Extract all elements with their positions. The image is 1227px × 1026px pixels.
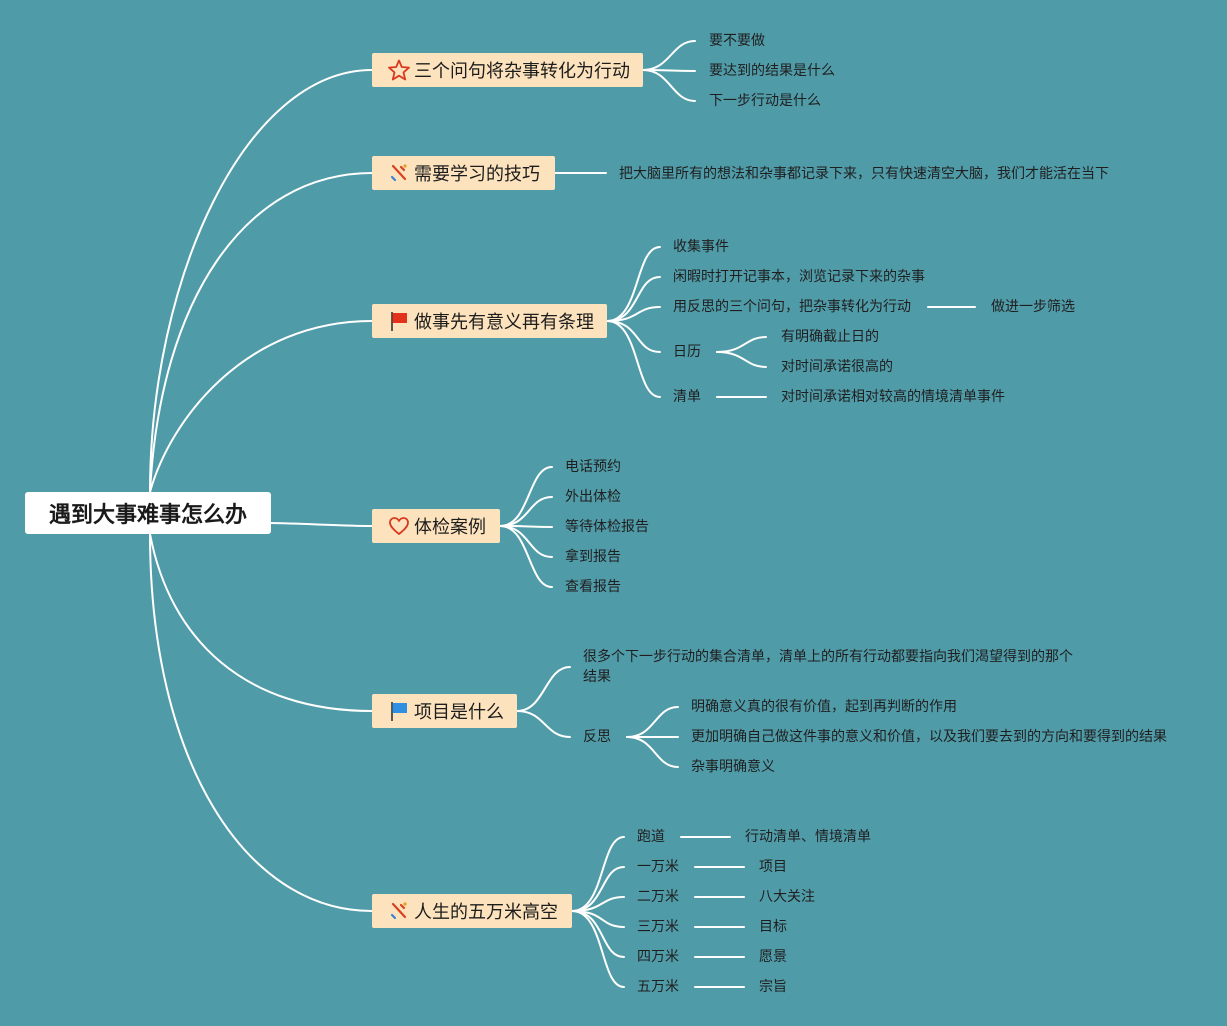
branch-link [571,866,625,912]
list-item[interactable]: 项目 [759,859,787,875]
topic-meaning-first[interactable]: 做事先有意义再有条理 [372,304,607,338]
list-item[interactable]: 一万米 [637,859,679,875]
list-item[interactable]: 有明确截止日的 [781,329,879,345]
list-item[interactable]: 跑道 [637,829,665,845]
branch-link [626,706,679,738]
list-item[interactable]: 日历 [673,344,701,360]
list-item[interactable]: 用反思的三个问句，把杂事转化为行动 [673,299,911,315]
root-link [149,533,373,712]
tools-icon [386,900,412,922]
list-item[interactable]: 闲暇时打开记事本，浏览记录下来的杂事 [673,269,925,285]
topic-label: 做事先有意义再有条理 [414,312,594,333]
root-topic[interactable]: 遇到大事难事怎么办 [25,492,271,534]
root-link [149,533,373,912]
branch-link [571,836,625,912]
topic-label: 体检案例 [414,517,486,538]
root-link [149,69,373,493]
list-item[interactable]: 做进一步筛选 [991,299,1075,315]
topic-label: 项目是什么 [414,702,504,723]
root-link [149,320,373,493]
list-item[interactable]: 五万米 [637,979,679,995]
topic-label: 需要学习的技巧 [414,164,540,185]
topic-what-is-project[interactable]: 项目是什么 [372,694,517,728]
heart-icon [386,515,412,537]
red-flag-icon [386,310,412,332]
branch-link [516,666,571,712]
root-link [149,172,373,493]
list-item[interactable]: 目标 [759,919,787,935]
list-item[interactable]: 收集事件 [673,239,729,255]
list-item[interactable]: 等待体检报告 [565,519,649,535]
list-item[interactable]: 八大关注 [759,889,815,905]
star-icon [386,59,412,81]
blue-flag-icon [386,700,412,722]
branch-link [571,910,625,988]
list-item[interactable]: 把大脑里所有的想法和杂事都记录下来，只有快速清空大脑，我们才能活在当下 [619,166,1109,182]
branch-link [606,320,661,353]
topic-checkup-case[interactable]: 体检案例 [372,509,500,543]
branch-link [606,246,661,322]
list-item[interactable]: 清单 [673,389,701,405]
list-item[interactable]: 四万米 [637,949,679,965]
topic-skills[interactable]: 需要学习的技巧 [372,156,555,190]
branch-link [606,306,661,322]
list-item[interactable]: 三万米 [637,919,679,935]
branch-link [499,466,553,527]
list-item[interactable]: 更加明确自己做这件事的意义和价值，以及我们要去到的方向和要得到的结果 [691,729,1167,745]
branch-link [626,736,679,768]
list-item[interactable]: 电话预约 [565,459,621,475]
branch-link [606,276,661,322]
topic-three-questions[interactable]: 三个问句将杂事转化为行动 [372,53,643,87]
list-item[interactable]: 宗旨 [759,979,787,995]
branch-link [642,40,696,71]
list-item[interactable]: 下一步行动是什么 [709,93,821,109]
branch-link [499,525,553,588]
topic-fifty-thousand-meters[interactable]: 人生的五万米高空 [372,894,572,928]
branch-link [516,710,571,738]
list-item[interactable]: 查看报告 [565,579,621,595]
branch-link [716,336,767,353]
list-item[interactable]: 对时间承诺相对较高的情境清单事件 [781,389,1005,405]
list-item[interactable]: 外出体检 [565,489,621,505]
list-item[interactable]: 行动清单、情境清单 [745,829,871,845]
list-item[interactable]: 反思 [583,729,611,745]
branch-link [716,351,767,368]
list-item[interactable]: 要不要做 [709,33,765,49]
branch-link [642,69,696,102]
list-item[interactable]: 拿到报告 [565,549,621,565]
root-link [270,522,373,527]
list-item[interactable]: 很多个下一步行动的集合清单，清单上的所有行动都要指向我们渴望得到的那个结果 [583,649,1073,685]
list-item[interactable]: 愿景 [759,949,787,965]
list-item[interactable]: 杂事明确意义 [691,759,775,775]
list-item[interactable]: 对时间承诺很高的 [781,359,893,375]
tools-icon [386,162,412,184]
list-item[interactable]: 二万米 [637,889,679,905]
list-item[interactable]: 明确意义真的很有价值，起到再判断的作用 [691,699,957,715]
list-item[interactable]: 要达到的结果是什么 [709,63,835,79]
topic-label: 三个问句将杂事转化为行动 [414,61,630,82]
topic-label: 人生的五万米高空 [414,902,558,923]
branch-link [606,320,661,398]
